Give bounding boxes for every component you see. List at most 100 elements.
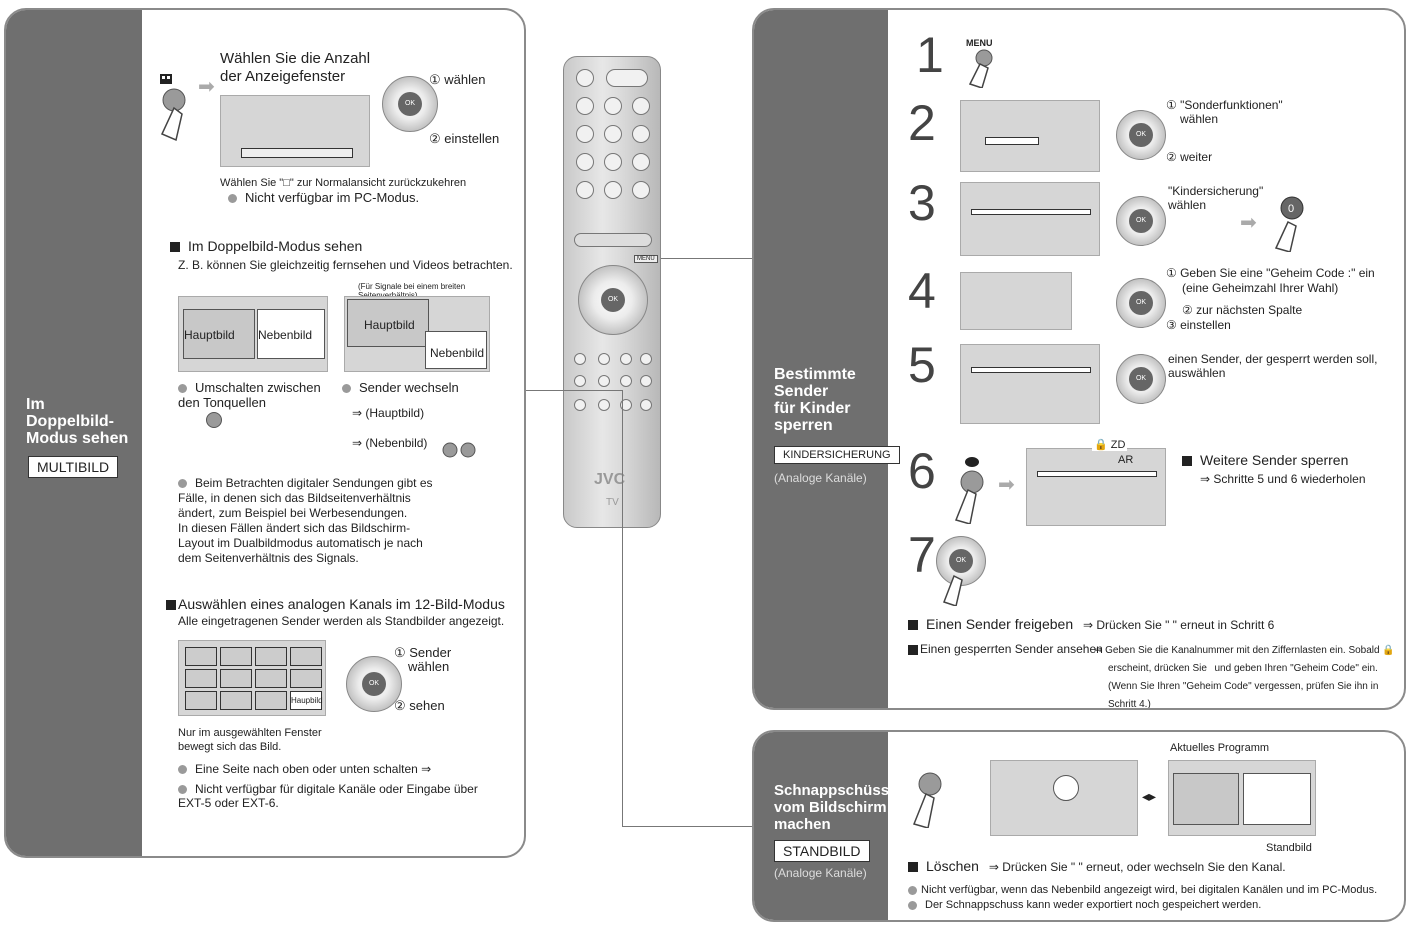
ok-button-icon: OK [398, 92, 422, 116]
remote-button[interactable] [604, 153, 622, 171]
s3-step1-l1: ① Sender [394, 645, 452, 660]
remote-button[interactable] [604, 181, 622, 199]
s2-bullet-tone: Umschalten zwischen den Tonquellen [178, 380, 321, 410]
s3-bullet1-text: Eine Seite nach oben oder unten schalten… [195, 762, 432, 776]
remote-button[interactable] [576, 69, 594, 87]
title-line: Schnappschüsse [774, 782, 898, 799]
s3-note: Nur im ausgewählten Fenster bewegt sich … [178, 726, 322, 754]
menu-screen-6 [1026, 448, 1166, 526]
dpad-icon: OK [1116, 278, 1166, 328]
haupt-paren: ⇒ (Hauptbild) [352, 406, 425, 420]
st5-l1: einen Sender, der gesperrt werden soll, [1168, 352, 1378, 366]
remote-button[interactable] [640, 353, 652, 365]
grid-cell [290, 669, 322, 688]
menu-screen-5 [960, 344, 1100, 424]
dpad-icon: OK [1116, 110, 1166, 160]
remote-button[interactable] [632, 153, 650, 171]
hauptbild-label: Hauptbild [184, 328, 235, 342]
remote-button[interactable] [632, 181, 650, 199]
remote-button[interactable] [598, 375, 610, 387]
dpad-icon: OK [1116, 196, 1166, 246]
remote-button[interactable] [632, 125, 650, 143]
svg-text:0: 0 [1288, 203, 1294, 215]
arrow-right-icon: ➡ [998, 474, 1015, 496]
kindersicherung-sidebar: Bestimmte Sender für Kinder sperren KIND… [754, 10, 900, 708]
remote-button[interactable] [576, 97, 594, 115]
standbild-panel: Schnappschüsse vom Bildschirm machen STA… [752, 730, 1406, 922]
square-bullet-icon [170, 242, 180, 253]
kindersicherung-title: Bestimmte Sender für Kinder sperren [774, 366, 856, 434]
view-l1: ⇒ Geben Sie die Kanalnummer mit den Ziff… [1094, 645, 1395, 656]
square-bullet-icon [908, 862, 918, 873]
view-l3: (Wenn Sie Ihren "Geheim Code" vergessen,… [1108, 681, 1379, 710]
st4-step2: ② zur nächsten Spalte [1182, 303, 1303, 317]
remote-button[interactable] [576, 125, 594, 143]
remote-button[interactable] [640, 399, 652, 411]
s2-bullet-sender: Sender wechseln [342, 380, 459, 395]
menu-highlight [971, 209, 1091, 215]
grid-cell [185, 691, 217, 710]
tone-l2: den Tonquellen [178, 395, 266, 410]
s3-sub: Alle eingetragenen Sender werden als Sta… [178, 614, 505, 628]
ok-button-icon: OK [1129, 123, 1153, 147]
remote-button[interactable] [620, 399, 632, 411]
st5-text: einen Sender, der gesperrt werden soll, … [1168, 352, 1377, 380]
remote-button[interactable] [598, 399, 610, 411]
bullet-dot [178, 765, 187, 775]
square-bullet-icon [908, 644, 918, 655]
grid-cell [255, 647, 287, 666]
s3-step1-l2: wählen [408, 659, 450, 674]
view-row: Einen gesperrten Sender ansehen [908, 642, 1103, 656]
grid-cell-selected: Haupbild [290, 691, 323, 710]
bullet-dot [342, 384, 351, 394]
grid-cell [255, 691, 287, 710]
neben-paren: ⇒ (Nebenbild) [352, 436, 428, 450]
remote-ok-button[interactable]: OK [601, 288, 625, 312]
remote-button[interactable] [604, 97, 622, 115]
s1-note: Wählen Sie "□" zur Normalansicht zurückz… [220, 177, 467, 189]
digital-l4: In diesen Fällen ändert sich das Bildsch… [178, 521, 411, 535]
remote-button[interactable] [576, 181, 594, 199]
digital-l1: Beim Betrachten digitaler Sendungen gibt… [195, 476, 433, 490]
remote-button[interactable] [640, 375, 652, 387]
title-line: Sender [774, 383, 829, 400]
hauptbild-label: Hauptbild [364, 318, 415, 332]
sound-button-icon [206, 412, 222, 428]
remote-button[interactable] [574, 375, 586, 387]
square-bullet-icon [166, 600, 176, 611]
remote-button[interactable] [620, 375, 632, 387]
view-l2: erscheint, drücken Sie und geben Ihren "… [1108, 663, 1378, 674]
remote-dpad[interactable]: OK [578, 265, 648, 335]
remote-button[interactable] [574, 399, 586, 411]
st3-text: "Kindersicherung" wählen [1168, 184, 1263, 212]
ok-button-icon: OK [1129, 209, 1153, 233]
view-label: Einen gesperrten Sender ansehen [920, 642, 1103, 656]
s1-step2: ② einstellen [429, 131, 500, 146]
step-number: 2 [908, 95, 936, 151]
st2-step2: ② weiter [1166, 150, 1213, 164]
remote-button[interactable] [574, 353, 586, 365]
s1-bullet: Nicht verfügbar im PC-Modus. [228, 190, 419, 205]
remote-button[interactable] [606, 69, 648, 87]
remote-menu-button[interactable]: MENU [634, 255, 658, 263]
twelve-window-screen: Haupbild [178, 640, 326, 716]
note2-text: Der Schnappschuss kann weder exportiert … [925, 899, 1262, 911]
lock-ar-indicator: AR [1118, 454, 1134, 466]
remote-button[interactable] [620, 353, 632, 365]
sender-text: Sender wechseln [359, 380, 459, 395]
step-number: 4 [908, 263, 936, 319]
remote-button[interactable] [598, 353, 610, 365]
st2-step1: ① "Sonderfunktionen" wählen [1166, 98, 1283, 126]
multibild-panel: Im Doppelbild- Modus sehen MULTIBILD ➡ W… [4, 8, 526, 858]
step-number: 3 [908, 175, 936, 231]
dual-screen-2: Hauptbild Nebenbild [344, 296, 490, 372]
title-line: sperren [774, 417, 833, 434]
note2: Der Schnappschuss kann weder exportiert … [908, 899, 1261, 911]
connector-line [622, 390, 623, 826]
standbild-sidebar: Schnappschüsse vom Bildschirm machen STA… [754, 732, 897, 920]
title-line: für Kinder [774, 400, 851, 417]
bullet-dot [178, 479, 187, 489]
remote-button[interactable] [632, 97, 650, 115]
remote-button[interactable] [604, 125, 622, 143]
remote-button[interactable] [576, 153, 594, 171]
